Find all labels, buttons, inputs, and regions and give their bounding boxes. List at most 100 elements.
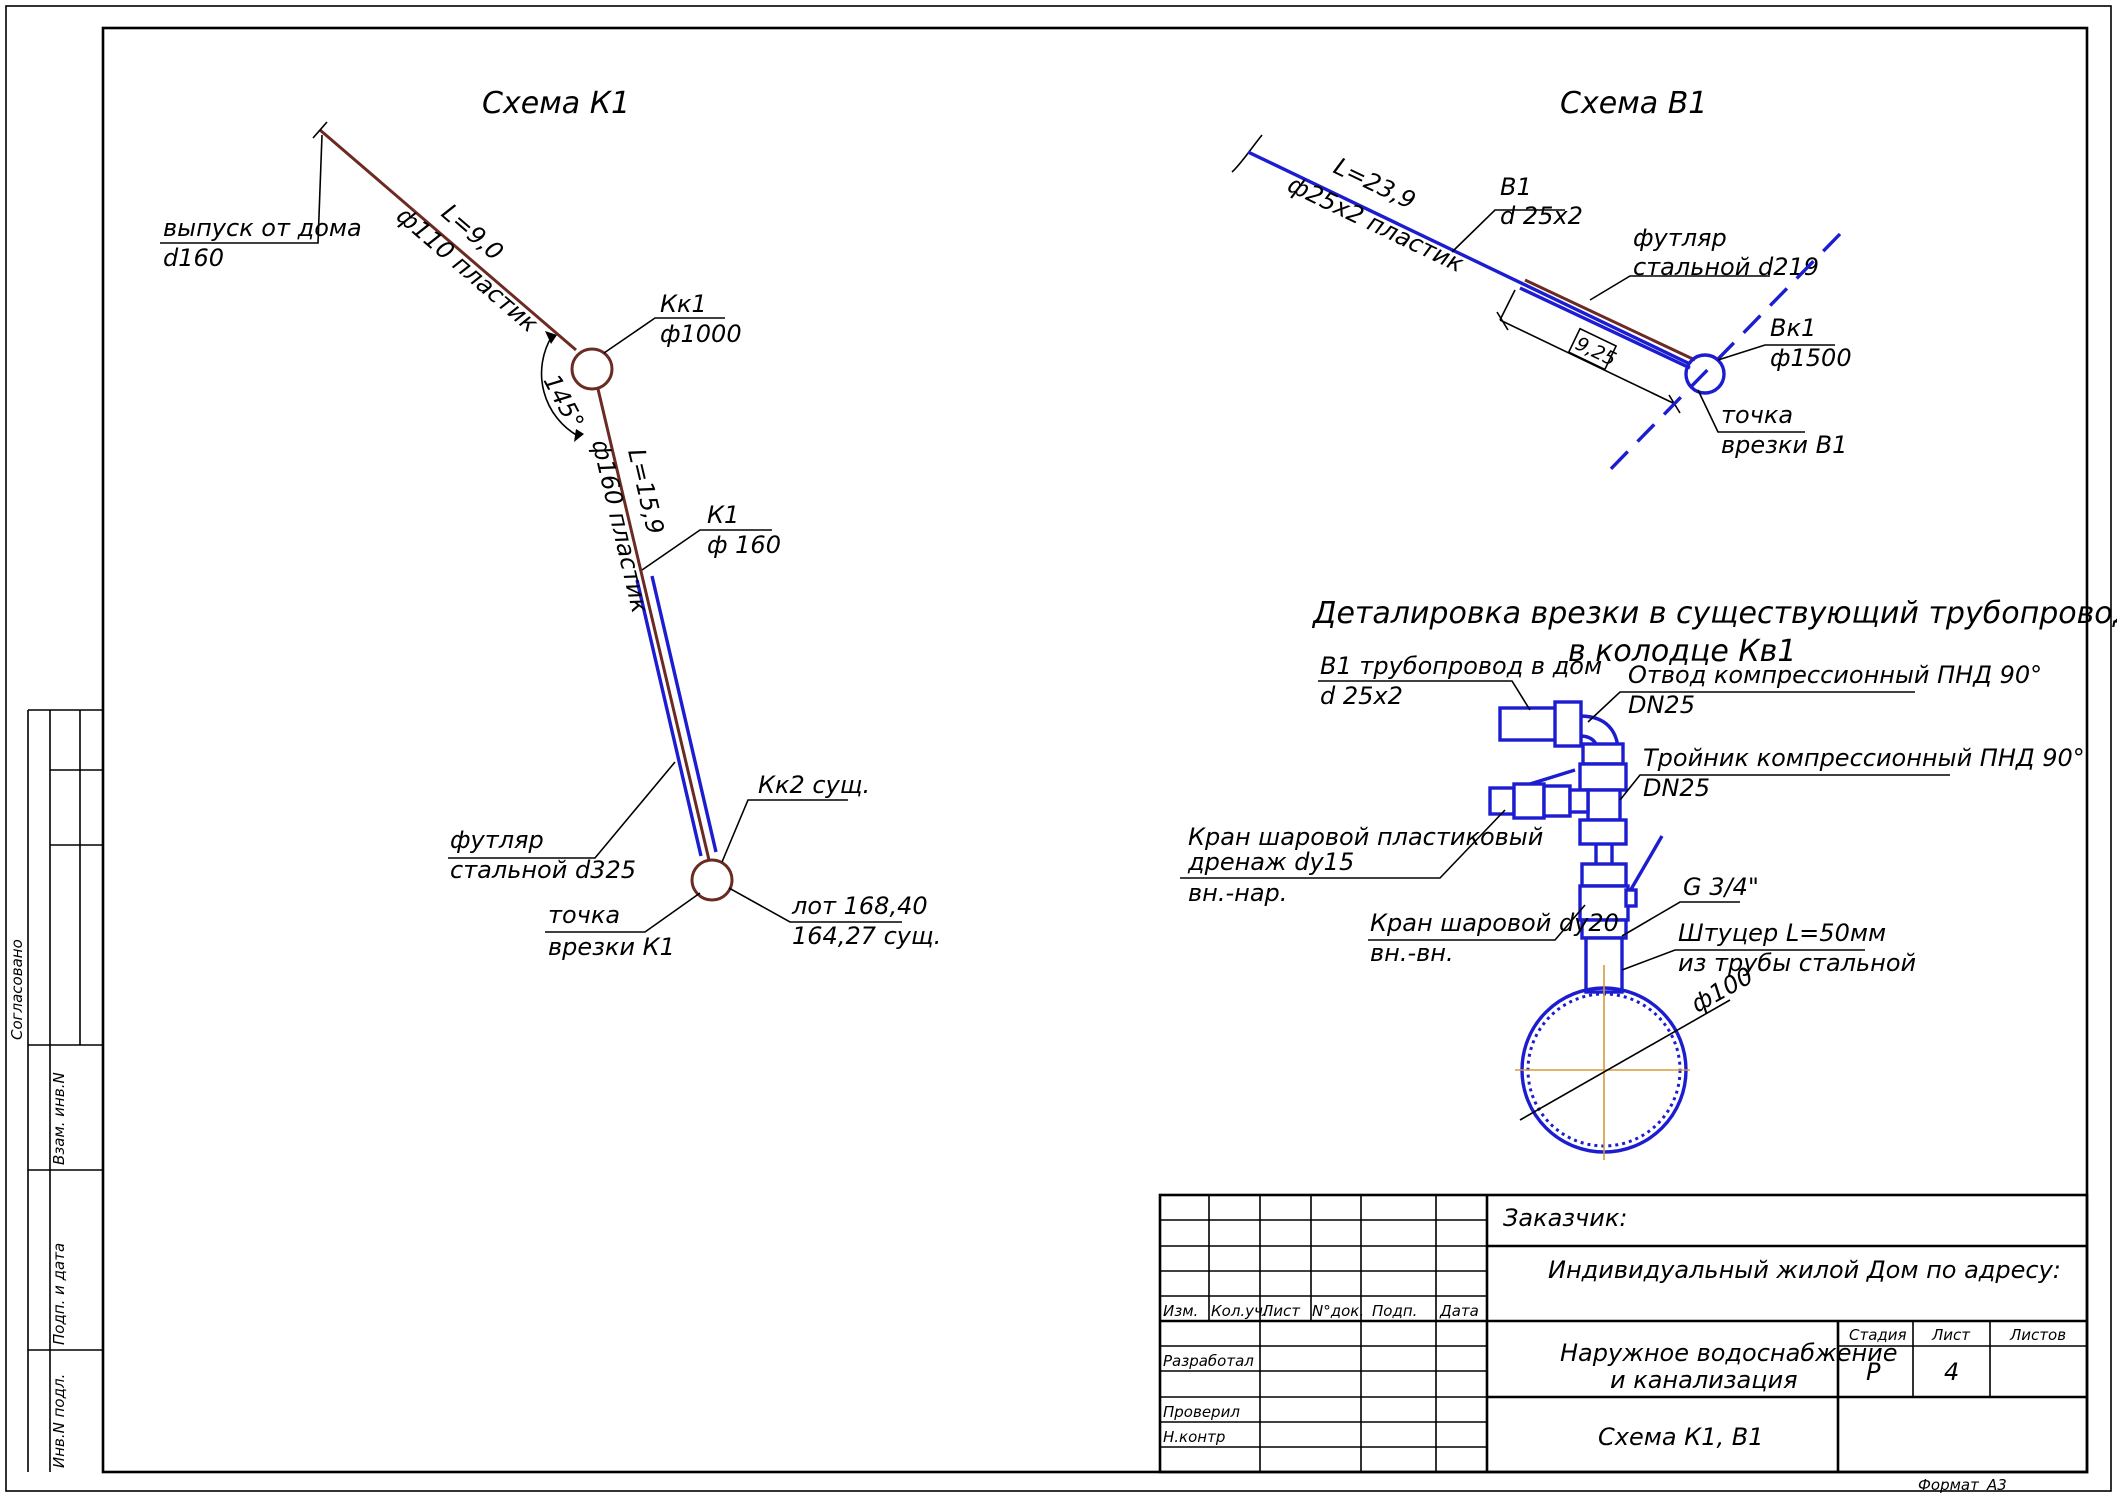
steel-casing-b1-inner [1519, 286, 1691, 370]
vypusk-diameter: d160 [163, 244, 224, 272]
futlyar-b1-label: футляр [1633, 224, 1727, 252]
sheet-frame [5, 5, 2112, 1492]
fitting-label: Штуцер L=50мм [1678, 919, 1886, 947]
lot-existing: 164,27 сущ. [792, 922, 941, 950]
title-block: Изм. Кол.уч. Лист N°док. Подп. Дата Разр… [1158, 1193, 2089, 1494]
drawing-name: Схема К1, В1 [1598, 1423, 1763, 1451]
podp-data-label: Подп. и дата [50, 1243, 68, 1345]
ball-valve-leader [1368, 904, 1586, 941]
drain-valve-label: Кран шаровой пластиковый [1188, 823, 1543, 851]
elbow-leader [1587, 691, 1915, 723]
elbow-nut [1553, 700, 1583, 748]
header-ndok: N°док. [1312, 1302, 1364, 1320]
scheme-b1-title: Схема В1 [1560, 86, 1707, 121]
futlyar-k1-leader [448, 761, 676, 859]
futlyar-b1-leader [1589, 275, 1770, 301]
drain-valve-end [1488, 786, 1516, 816]
soglasovano-label: Согласовано [8, 939, 26, 1040]
header-podp: Подп. [1372, 1302, 1417, 1320]
tee-body [1586, 788, 1622, 822]
tee-upper-nut [1578, 762, 1628, 792]
scheme-k1: Схема К1 выпуск от дома d160 L=9,0 ф110 … [160, 86, 941, 961]
existing-pipe-b1 [1600, 232, 1842, 480]
kk1-label: Кк1 [660, 290, 707, 318]
vypusk-leader [160, 134, 323, 244]
tee-leader [1619, 774, 1950, 801]
drain-valve-thread: вн.-нар. [1188, 879, 1287, 907]
angle-label: 145° [538, 370, 590, 434]
proveril-label: Проверил [1163, 1403, 1240, 1421]
elbow-dn: DN25 [1628, 691, 1695, 719]
left-strip-labels: Согласовано Взам. инв.N Подп. и дата Инв… [8, 939, 68, 1468]
well-kk2 [690, 858, 734, 902]
format-label: Формат [1918, 1476, 1980, 1494]
header-list: Лист [1261, 1302, 1301, 1320]
b1-leader [1451, 209, 1565, 253]
tochka-b1-leader [1697, 389, 1805, 433]
vk1-diameter: ф1500 [1770, 344, 1852, 372]
house-pipe-diameter: d 25х2 [1320, 682, 1403, 710]
scheme-b1: Схема В1 L=23,9 ф25х2 пластик В1 d 25х2 … [1231, 86, 1852, 480]
kk1-diameter: ф1000 [660, 320, 742, 348]
scheme-k1-title: Схема К1 [482, 86, 630, 121]
zakazchik-label: Заказчик: [1503, 1204, 1627, 1232]
pipe-k1-segment-1 [319, 128, 577, 352]
g34-label: G 3/4" [1683, 873, 1759, 901]
k1-diameter: ф 160 [707, 531, 781, 559]
house-pipe-label: В1 трубопровод в дом [1320, 652, 1602, 680]
drain-valve-leader [1180, 809, 1506, 879]
pipe-b1 [1247, 150, 1691, 366]
tochka-b1-label: точка [1721, 401, 1793, 429]
elbow-label: Отвод компрессионный ПНД 90° [1628, 661, 2042, 689]
section-line-1: Наружное водоснабжение [1560, 1339, 1898, 1367]
angle-arc [540, 335, 579, 437]
detail-subtitle: в колодце Кв1 [1568, 634, 1796, 669]
elbow-lower-nut [1581, 742, 1625, 766]
stadiya-value: Р [1866, 1358, 1881, 1386]
vzam-inv-label: Взам. инв.N [50, 1072, 68, 1165]
kk1-leader [603, 317, 725, 354]
drain-valve-handle [1529, 768, 1576, 786]
d100-dimension-line [1519, 999, 1731, 1121]
header-listov: Листов [2009, 1326, 2066, 1344]
ball-valve-handle [1624, 835, 1664, 899]
detail-tap: Деталировка врезки в существующий трубоп… [1180, 596, 2117, 1160]
list-value: 4 [1944, 1358, 1959, 1386]
format-value: А3 [1986, 1476, 2007, 1494]
futlyar-b1-material: стальной d219 [1633, 253, 1819, 281]
well-vk1 [1684, 353, 1726, 395]
house-pipe-leader [1318, 680, 1531, 711]
vypusk-label: выпуск от дома [163, 214, 362, 242]
tochka-k1-vrezki: врезки К1 [548, 933, 675, 961]
g34-leader [1621, 901, 1740, 937]
steel-casing-b1 [1524, 278, 1696, 362]
object-label: Индивидуальный жилой Дом по адресу: [1548, 1256, 2061, 1284]
header-data: Дата [1439, 1302, 1479, 1320]
ball-valve-label: Кран шаровой dy20 [1370, 909, 1619, 937]
ball-valve-thread: вн.-вн. [1370, 939, 1454, 967]
tochka-k1-leader [545, 892, 701, 933]
drain-valve-size: дренаж dy15 [1187, 848, 1354, 876]
futlyar-k1-label: футляр [450, 826, 544, 854]
futlyar-k1-material: стальной d325 [450, 856, 636, 884]
lot-leader [728, 887, 902, 923]
b1-diameter: d 25х2 [1500, 202, 1583, 230]
ball-valve-top-nut [1580, 862, 1628, 888]
tochka-k1-label: точка [548, 901, 620, 929]
fitting-leader [1621, 949, 1865, 971]
nkontr-label: Н.контр [1163, 1428, 1225, 1446]
razrabotal-label: Разработал [1163, 1352, 1254, 1370]
vk1-label: Вк1 [1770, 314, 1816, 342]
header-list2: Лист [1931, 1326, 1971, 1344]
header-stadiya: Стадия [1849, 1326, 1907, 1344]
detail-title: Деталировка врезки в существующий трубоп… [1311, 596, 2117, 631]
lot-label: лот 168,40 [791, 892, 928, 920]
pipe-k1-segment-2 [596, 388, 711, 861]
well-kk1 [570, 347, 614, 391]
vk1-leader [1717, 344, 1835, 361]
header-izm: Изм. [1163, 1302, 1198, 1320]
tee-dn: DN25 [1643, 774, 1710, 802]
fitting-material: из трубы стальной [1678, 949, 1916, 977]
